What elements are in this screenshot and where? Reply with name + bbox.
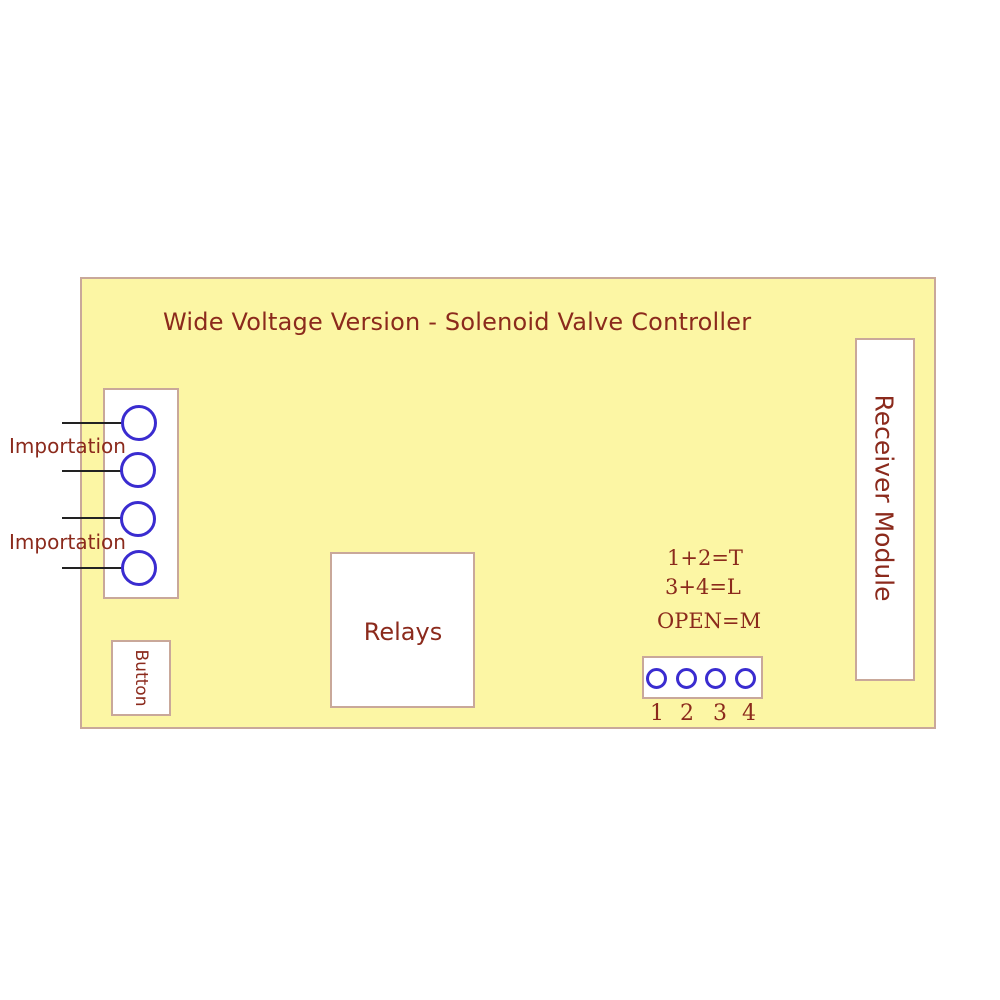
input-wire-3 (62, 517, 122, 519)
receiver-module-label: Receiver Module (869, 394, 899, 602)
mode-line-1: 1+2=T (667, 546, 743, 570)
relays-component (330, 552, 475, 708)
input-label-2: Importation (9, 530, 126, 554)
board-title: Wide Voltage Version - Solenoid Valve Co… (163, 308, 752, 336)
button-label: Button (131, 649, 151, 707)
output-pin-4 (735, 668, 756, 689)
input-terminal-3 (120, 501, 156, 537)
pin-number-3: 3 (713, 701, 727, 726)
input-terminal-4 (121, 550, 157, 586)
input-wire-1 (62, 422, 124, 424)
mode-line-2: 3+4=L (665, 575, 741, 599)
output-pin-3 (705, 668, 726, 689)
input-label-1: Importation (9, 434, 126, 458)
pin-number-4: 4 (742, 701, 756, 726)
output-pin-1 (646, 668, 667, 689)
button-component (111, 640, 171, 716)
output-pin-2 (676, 668, 697, 689)
pin-number-1: 1 (650, 701, 664, 726)
controller-board (80, 277, 936, 729)
input-terminal-1 (121, 405, 157, 441)
input-wire-4 (62, 567, 122, 569)
input-wire-2 (62, 470, 122, 472)
relays-label: Relays (363, 618, 443, 646)
receiver-module-component (855, 338, 915, 681)
pin-number-2: 2 (680, 701, 694, 726)
mode-line-3: OPEN=M (657, 609, 762, 633)
input-terminal-2 (120, 452, 156, 488)
